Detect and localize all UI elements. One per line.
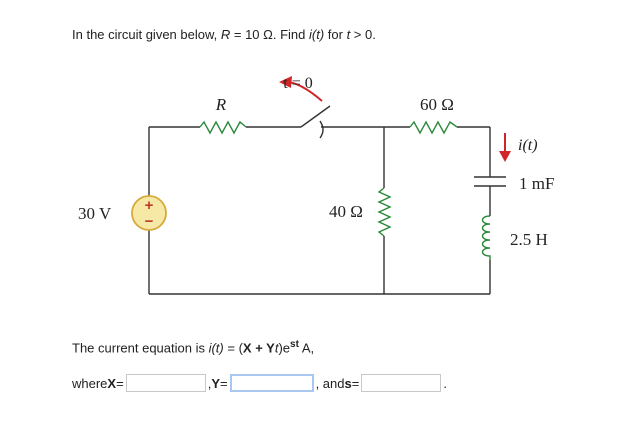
current-label: i(t) — [518, 137, 538, 154]
svg-text:−: − — [145, 213, 154, 230]
current-equation: The current equation is i(t) = (X + Yt)e… — [72, 339, 315, 356]
resistor-40-label: 40 Ω — [329, 202, 363, 221]
resistor-60-label: 60 Ω — [420, 95, 454, 114]
switch — [279, 76, 331, 139]
question-text: In the circuit given below, R = 10 Ω. Fi… — [72, 27, 376, 42]
y-input[interactable] — [229, 374, 314, 392]
resistor-r-label: R — [215, 95, 227, 114]
resistor-60 — [409, 120, 458, 135]
capacitor-label: 1 mF — [519, 174, 554, 193]
resistor-r — [199, 120, 247, 135]
wires — [148, 126, 491, 295]
inductor-label: 2.5 H — [510, 230, 548, 249]
x-input[interactable] — [125, 374, 206, 392]
svg-text:+: + — [145, 197, 154, 214]
source-label: 30 V — [78, 204, 112, 223]
switch-label: t = 0 — [283, 75, 312, 92]
capacitor — [474, 176, 506, 187]
current-arrow — [499, 133, 511, 162]
inductor — [481, 215, 491, 260]
voltage-source: + − — [131, 195, 167, 231]
s-input[interactable] — [361, 374, 442, 392]
resistor-40 — [377, 187, 392, 237]
answer-row: where X = , Y = , and s = . — [72, 374, 447, 392]
